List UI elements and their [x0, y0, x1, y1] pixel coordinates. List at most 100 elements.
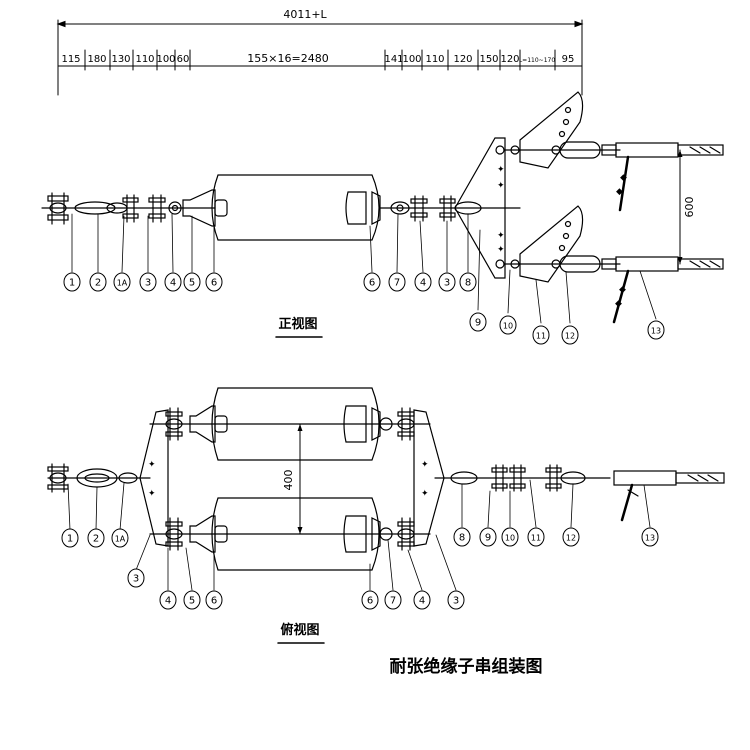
part-number-label: 4 — [419, 596, 425, 607]
part-number-circle — [453, 527, 471, 547]
part-number-label: 2 — [93, 534, 99, 545]
part-number-label: 9 — [475, 318, 481, 329]
part-number-label: 12 — [566, 534, 576, 543]
part-number-label: 11 — [536, 332, 546, 341]
part-number-label: 3 — [453, 596, 459, 607]
part-number-circle — [164, 272, 182, 292]
part-number-circle — [459, 272, 477, 292]
top-view: ✦ ✦ ✦ ✦ — [47, 387, 725, 591]
part-number-label: 3 — [145, 278, 151, 289]
part-number-label: 7 — [390, 596, 396, 607]
part-number-label: 10 — [503, 322, 513, 331]
damper-mark: ◆ — [616, 187, 623, 197]
part-number-circle — [183, 590, 201, 610]
dimension-label: 180 — [87, 54, 106, 65]
part-number-label: 6 — [367, 596, 373, 607]
dimension-label: 120 — [453, 54, 472, 65]
part-number-label: 10 — [505, 534, 515, 543]
part-number-circle — [469, 312, 487, 332]
front-view: ✦ ✦ ✦ ✦ ◆ ◆ ◆ ◆ — [41, 91, 724, 324]
part-number-circle — [113, 272, 131, 292]
dimension-label: 115 — [61, 54, 80, 65]
dimension-label: 95 — [562, 54, 575, 65]
part-number-circle — [527, 527, 545, 547]
part-number-circle — [499, 315, 517, 335]
plate-bolt: ✦ — [497, 245, 505, 255]
part-number-circle — [363, 272, 381, 292]
part-number-circle — [501, 527, 519, 547]
dimension-label: 150 — [479, 54, 498, 65]
dimension-label: L=110~170 — [519, 57, 555, 64]
damper-mark: ◆ — [620, 173, 627, 183]
part-number-circle — [111, 528, 129, 548]
part-number-circle — [561, 325, 579, 345]
dimension-label: 110 — [135, 54, 154, 65]
plate-bolt: ✦ — [421, 489, 429, 499]
top-view-label: 俯视图 — [280, 622, 319, 638]
part-number-circle — [139, 272, 157, 292]
part-number-circle — [89, 272, 107, 292]
dimension-label: 120 — [500, 54, 519, 65]
front-view-label: 正视图 — [278, 316, 317, 332]
part-number-circle — [413, 590, 431, 610]
part-number-label: 4 — [420, 278, 426, 289]
part-number-label: 13 — [651, 327, 661, 336]
dimension-label: 141 — [384, 54, 403, 65]
spacing-400-label: 400 — [282, 470, 295, 491]
part-number-label: 4 — [165, 596, 171, 607]
plate-bolt: ✦ — [497, 165, 505, 175]
part-number-label: 4 — [170, 278, 176, 289]
part-number-circle — [159, 590, 177, 610]
part-number-label: 2 — [95, 278, 101, 289]
damper-mark: ◆ — [619, 285, 626, 295]
part-number-label: 8 — [465, 278, 471, 289]
part-number-label: 6 — [369, 278, 375, 289]
part-number-circle — [414, 272, 432, 292]
part-number-label: 5 — [189, 278, 195, 289]
part-number-label: 7 — [394, 278, 400, 289]
dimension-lines — [56, 19, 584, 96]
part-number-label: 11 — [531, 534, 541, 543]
part-number-circle — [87, 528, 105, 548]
part-number-label: 13 — [645, 534, 655, 543]
dimension-label: 155×16=2480 — [247, 52, 328, 65]
part-number-label: 8 — [459, 533, 465, 544]
plate-bolt: ✦ — [148, 489, 156, 499]
part-number-label: 6 — [211, 278, 217, 289]
part-number-label: 1A — [117, 279, 128, 288]
part-number-label: 1 — [69, 278, 75, 289]
total-length-label: 4011+L — [283, 8, 327, 21]
part-number-circle — [127, 568, 145, 588]
part-number-circle — [63, 272, 81, 292]
part-number-circle — [205, 272, 223, 292]
part-number-circle — [388, 272, 406, 292]
part-number-circle — [205, 590, 223, 610]
part-number-circle — [447, 590, 465, 610]
plate-bolt: ✦ — [497, 181, 505, 191]
plate-bolt: ✦ — [421, 460, 429, 470]
dimension-label: 130 — [111, 54, 130, 65]
drawing-title: 耐张绝缘子串组装图 — [390, 656, 543, 677]
part-number-circle — [479, 527, 497, 547]
part-number-circle — [183, 272, 201, 292]
part-number-circle — [532, 325, 550, 345]
part-number-label: 1 — [67, 534, 73, 545]
part-number-label: 12 — [565, 332, 575, 341]
part-number-circle — [361, 590, 379, 610]
part-number-circle — [438, 272, 456, 292]
damper-mark: ◆ — [615, 299, 622, 309]
part-number-circle — [562, 527, 580, 547]
part-number-label: 9 — [485, 533, 491, 544]
part-number-label: 5 — [189, 596, 195, 607]
part-number-circle — [61, 528, 79, 548]
part-number-circle — [647, 320, 665, 340]
dimension-label: 100 — [156, 54, 175, 65]
part-number-label: 3 — [133, 574, 139, 585]
dimension-label: 110 — [425, 54, 444, 65]
part-number-label: 6 — [211, 596, 217, 607]
plate-bolt: ✦ — [497, 231, 505, 241]
